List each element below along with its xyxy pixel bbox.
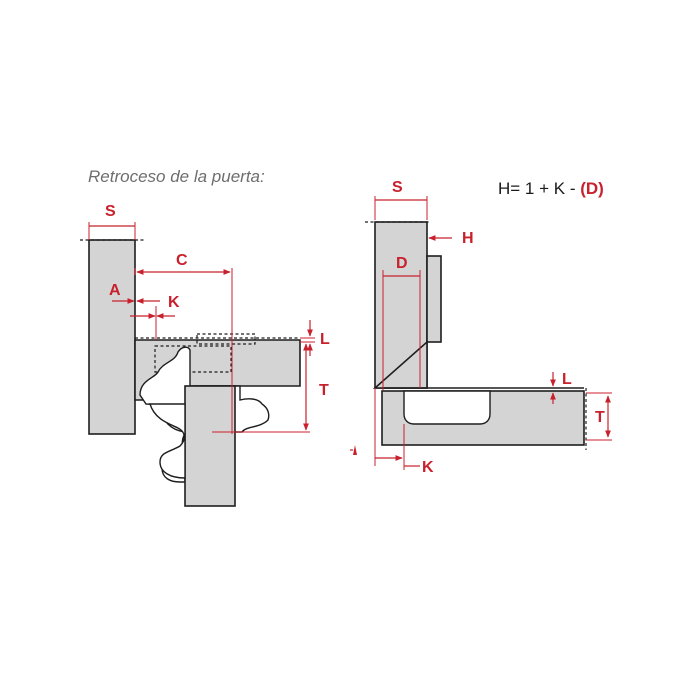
cabinet-side-panel [88, 239, 136, 435]
formula-text: H= 1 + K - [498, 179, 580, 198]
label-k-right: K [422, 459, 434, 476]
diagram-title: Retroceso de la puerta: [88, 167, 265, 186]
left-view: S C A K L T [80, 203, 330, 507]
support-post [184, 385, 236, 507]
label-l-left: L [320, 331, 330, 348]
formula-highlight: (D) [580, 179, 604, 198]
right-view: S H D L T K [350, 179, 612, 476]
hinge-cup-dashed [196, 333, 256, 345]
label-h: H [462, 230, 474, 247]
label-l-right: L [562, 371, 572, 388]
hinge-arm-dashed [154, 345, 232, 373]
hinge-cup-right [403, 390, 491, 425]
label-s-left: S [105, 203, 116, 220]
label-c: C [176, 252, 188, 269]
label-t-right: T [595, 409, 605, 426]
label-d: D [396, 255, 408, 272]
label-k-left: K [168, 294, 180, 311]
label-a: A [109, 282, 121, 299]
label-t-left: T [319, 382, 329, 399]
moulding-lower [149, 403, 186, 479]
mounting-plate [426, 255, 442, 343]
formula: H= 1 + K - (D) [498, 179, 604, 198]
label-s-right: S [392, 179, 403, 196]
